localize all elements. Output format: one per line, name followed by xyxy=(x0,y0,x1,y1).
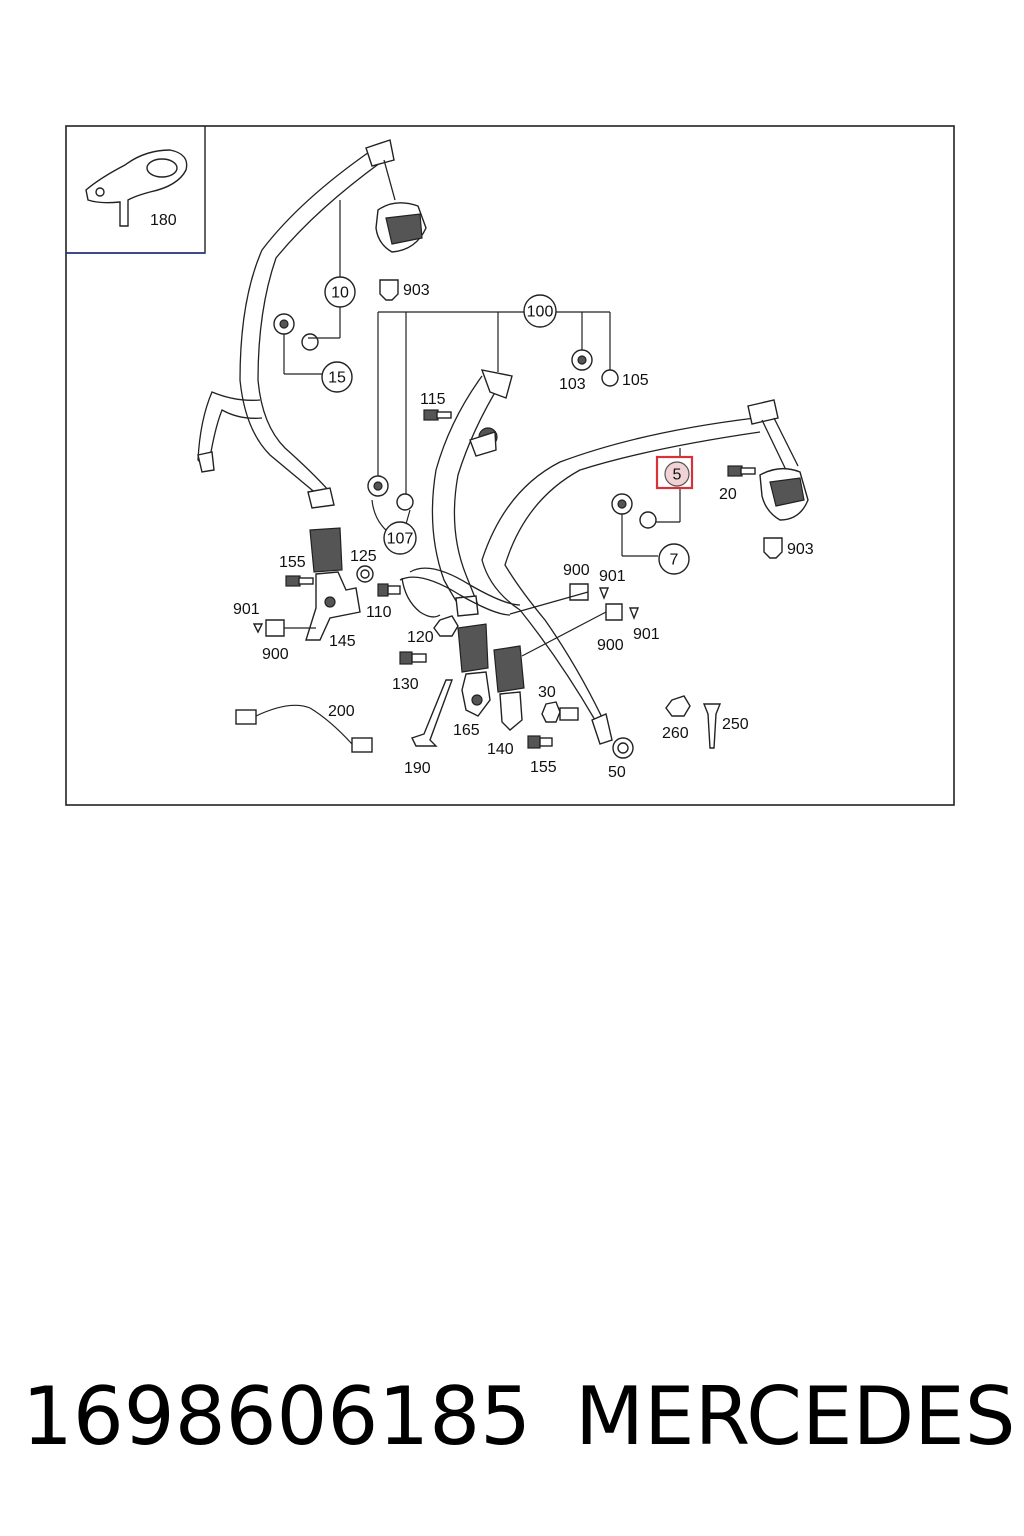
label-103: 103 xyxy=(559,376,586,393)
label-200: 200 xyxy=(328,703,355,720)
belt-anchor-plate-part xyxy=(85,149,188,227)
diagram-frame xyxy=(65,125,955,806)
label-50: 50 xyxy=(608,764,626,781)
label-155-left: 155 xyxy=(279,554,306,571)
label-130: 130 xyxy=(392,676,419,693)
connector-903-parts xyxy=(379,279,783,559)
label-30: 30 xyxy=(538,684,556,701)
footer-caption: 1698606185 MERCEDES xyxy=(0,1362,1024,1472)
callout-7: 7 xyxy=(658,543,690,575)
svg-text:100: 100 xyxy=(527,304,554,321)
label-145: 145 xyxy=(329,633,356,650)
middle-seat-belt xyxy=(399,369,521,618)
svg-text:10: 10 xyxy=(331,285,349,302)
label-155-bottom: 155 xyxy=(530,759,557,776)
label-110: 110 xyxy=(366,604,392,621)
label-901-left: 901 xyxy=(233,601,260,618)
seat-belt-parts-diagram: 10 100 15 107 7 5 180 903 103 105 115 20… xyxy=(65,125,955,806)
label-901-right: 901 xyxy=(633,626,660,643)
callout-107: 107 xyxy=(383,521,417,555)
svg-text:7: 7 xyxy=(670,552,679,569)
left-seat-belt xyxy=(197,139,427,509)
label-903-right: 903 xyxy=(787,541,814,558)
label-140: 140 xyxy=(487,741,514,758)
svg-text:5: 5 xyxy=(673,467,682,484)
label-260: 260 xyxy=(662,725,689,742)
left-buckle xyxy=(305,527,361,641)
label-20: 20 xyxy=(719,486,737,503)
label-190: 190 xyxy=(404,760,431,777)
label-125: 125 xyxy=(350,548,377,565)
label-903-top: 903 xyxy=(403,282,430,299)
callout-15: 15 xyxy=(321,361,353,393)
leader-lines xyxy=(283,200,681,657)
label-115: 115 xyxy=(420,391,446,408)
label-250: 250 xyxy=(722,716,749,733)
label-165: 165 xyxy=(453,722,480,739)
callout-100: 100 xyxy=(523,294,557,328)
label-900-top: 900 xyxy=(563,562,590,579)
svg-text:15: 15 xyxy=(328,370,346,387)
label-180: 180 xyxy=(150,212,177,229)
label-120: 120 xyxy=(407,629,434,646)
part-number: 1698606185 xyxy=(22,1370,531,1463)
small-hardware xyxy=(235,409,756,759)
label-901-top: 901 xyxy=(599,568,626,585)
right-seat-belt xyxy=(481,399,809,745)
connector-900-901-parts xyxy=(252,583,640,637)
callout-5-highlighted[interactable]: 5 xyxy=(655,455,694,490)
label-900-left: 900 xyxy=(262,646,289,663)
label-900-right: 900 xyxy=(597,637,624,654)
callout-10: 10 xyxy=(324,276,356,308)
label-105: 105 xyxy=(622,372,649,389)
middle-buckle-pair xyxy=(457,623,525,731)
svg-text:107: 107 xyxy=(387,531,414,548)
brand-name: MERCEDES xyxy=(575,1370,1016,1463)
